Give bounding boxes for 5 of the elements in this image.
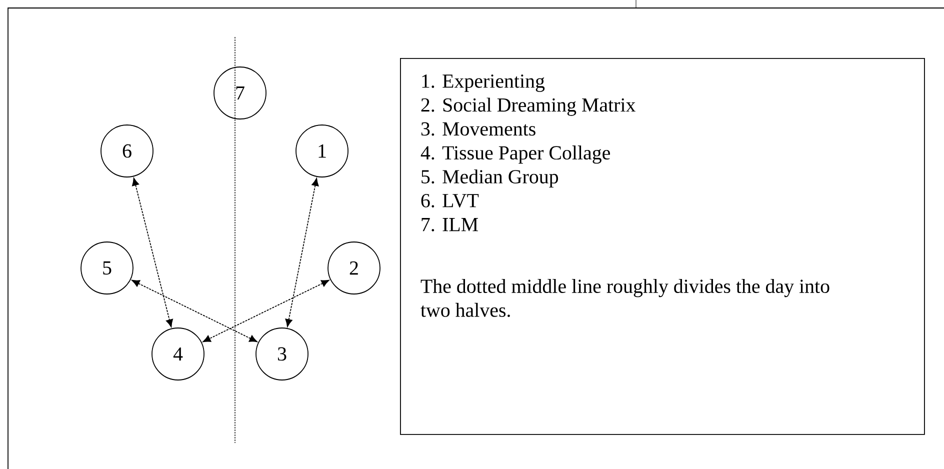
- arrow: [132, 178, 173, 328]
- arrow: [202, 280, 330, 342]
- arrow: [285, 178, 319, 327]
- key-box: 1. Experienting 2. Social Dreaming Matrix 3. Movements 4. Tissue Paper Collage 5. Median Group 6. LVT 7. ILM The dotted middle line roughly divides the day into two halves.: [400, 58, 925, 435]
- arrow: [132, 280, 258, 342]
